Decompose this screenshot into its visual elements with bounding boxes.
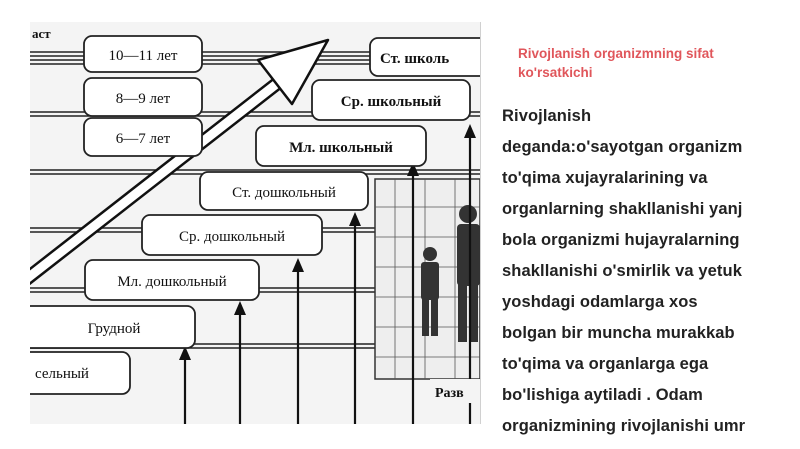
body-line: bolgan bir muncha murakkab <box>502 324 735 342</box>
stage-label-infant: Грудной <box>88 321 141 337</box>
body-line: organizmining rivojlanishi umr <box>502 417 746 435</box>
stage-label-10-11: 10—11 лет <box>109 48 178 64</box>
silhouette-photo <box>374 178 480 380</box>
stage-label-middle-school: Ср. школьный <box>341 94 442 110</box>
age-header-label: аст <box>32 26 51 41</box>
body-line: to'qima va organlarga ega <box>502 355 709 373</box>
body-line: to'qima xujayralarining va <box>502 169 708 187</box>
slide-caption: Rivojlanish organizmning sifat ko'rsatki… <box>518 44 778 82</box>
body-line: deganda:o'sayotgan organizm <box>502 138 743 156</box>
stage-label-junior-school: Мл. школьный <box>289 140 393 156</box>
body-line: organlarning shakllanishi yanj <box>502 200 743 218</box>
development-stages-figure: аст 10—11 лет 8—9 лет 6—7 лет Ст. школь … <box>30 22 481 424</box>
body-line: Rivojlanish <box>502 107 592 125</box>
slide-body-text: Rivojlanish deganda:o'sayotgan organizm … <box>502 101 794 442</box>
stage-label-6-7: 6—7 лет <box>116 131 171 147</box>
stage-label-senior-preschool: Ст. дошкольный <box>232 185 336 201</box>
stage-label-senior-school: Ст. школь <box>380 51 449 67</box>
body-line: shakllanishi o'smirlik va yetuk <box>502 262 742 280</box>
body-line: bola organizmi hujayralarning <box>502 231 740 249</box>
caption-line: Rivojlanish organizmning sifat <box>518 46 714 61</box>
stage-label-newborn: сельный <box>35 366 89 382</box>
stage-label-8-9: 8—9 лет <box>116 91 171 107</box>
vertical-arrows <box>179 124 476 424</box>
stage-label-middle-preschool: Ср. дошкольный <box>179 229 285 245</box>
adult-silhouette <box>457 205 480 342</box>
development-arrow <box>30 38 330 286</box>
caption-line: ko'rsatkichi <box>518 65 593 80</box>
child-silhouette <box>421 247 439 336</box>
stage-label-boxes: 10—11 лет 8—9 лет 6—7 лет Ст. школь Ср. … <box>30 35 480 395</box>
development-axis-label: Разв <box>435 386 464 401</box>
body-line: bo'lishiga aytiladi . Odam <box>502 386 703 404</box>
stages-diagram: аст 10—11 лет 8—9 лет 6—7 лет Ст. школь … <box>30 26 480 424</box>
stage-label-junior-preschool: Мл. дошкольный <box>117 274 226 290</box>
body-line: yoshdagi odamlarga xos <box>502 293 698 311</box>
